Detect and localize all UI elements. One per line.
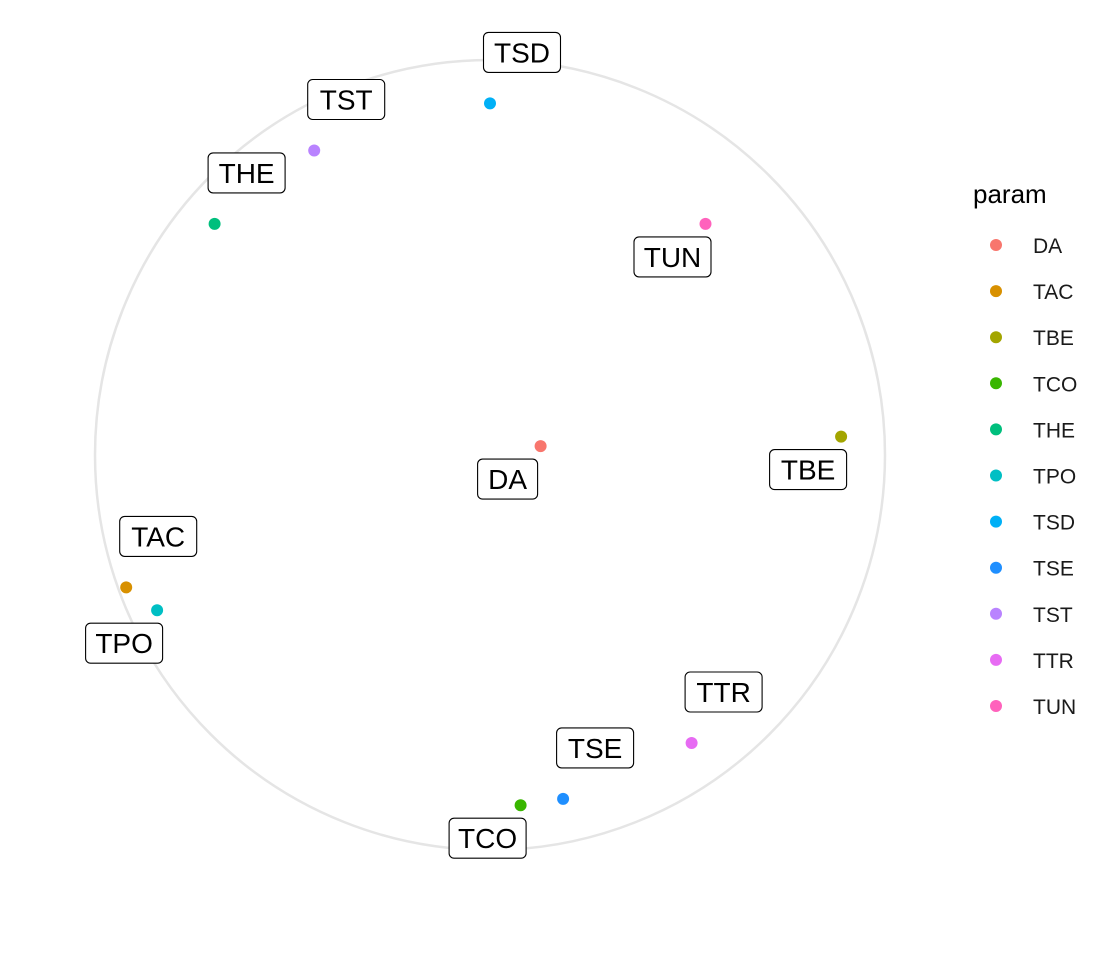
- legend-label: TPO: [1033, 466, 1076, 489]
- point-label-text: TSD: [494, 37, 550, 68]
- legend-title: param: [973, 179, 1047, 209]
- point-label-box: [448, 817, 527, 859]
- point-label-box: [307, 78, 386, 121]
- point-label-da: DA: [477, 458, 539, 500]
- legend-items: DA TAC TBE TCO THE TPO TSD TSE TST TTR TUN: [990, 235, 1077, 719]
- legend-item-tst: TST: [990, 604, 1073, 627]
- legend-key: [990, 239, 1002, 251]
- point-label-tco: TCO: [448, 817, 527, 859]
- point-tac: [120, 581, 133, 594]
- legend-label: TAC: [1033, 281, 1073, 304]
- point-label-text: TPO: [95, 628, 153, 659]
- legend-item-tsd: TSD: [990, 512, 1075, 535]
- point-label-text: TBE: [781, 455, 835, 486]
- point-label-box: [684, 671, 763, 713]
- point-tco: [514, 799, 527, 812]
- legend-key: [990, 285, 1002, 298]
- point-label-box: [769, 449, 848, 491]
- point-label-box: [207, 152, 286, 194]
- point-the: [208, 217, 221, 230]
- point-label-text: DA: [488, 464, 527, 495]
- point-label-the: THE: [207, 152, 286, 194]
- point-label-box: [85, 622, 164, 664]
- point-tbe: [835, 430, 848, 443]
- legend-key: [990, 515, 1002, 528]
- points-layer: [120, 97, 848, 812]
- legend-item-tbe: TBE: [990, 327, 1074, 350]
- legend-item-tco: TCO: [990, 373, 1077, 396]
- legend-key: [990, 607, 1002, 620]
- point-label-tac: TAC: [119, 515, 198, 557]
- legend: param DA TAC TBE TCO THE TPO TSD TSE TST TTR TUN: [973, 179, 1077, 719]
- legend-key: [990, 561, 1002, 574]
- legend-item-the: THE: [990, 419, 1075, 442]
- labels-layer: DA TAC TBE TCO THE TPO TSD TSE TST TTR TUN: [85, 31, 848, 859]
- legend-label: TBE: [1033, 327, 1074, 350]
- point-label-box: [482, 31, 562, 73]
- point-label-text: TSE: [568, 733, 622, 764]
- point-label-ttr: TTR: [684, 671, 763, 713]
- legend-label: TUN: [1033, 696, 1076, 719]
- point-label-text: TST: [320, 85, 373, 116]
- point-label-box: [556, 727, 635, 769]
- legend-label: THE: [1033, 419, 1075, 442]
- point-label-text: TUN: [644, 242, 702, 273]
- legend-label: TST: [1033, 604, 1073, 627]
- legend-key: [990, 423, 1002, 436]
- legend-key: [990, 377, 1002, 390]
- point-label-box: [477, 458, 539, 500]
- point-label-tse: TSE: [556, 727, 635, 769]
- legend-item-tpo: TPO: [990, 466, 1076, 489]
- point-label-text: TCO: [458, 823, 517, 854]
- point-label-text: TTR: [696, 677, 750, 708]
- point-label-tpo: TPO: [85, 622, 164, 664]
- point-label-tsd: TSD: [482, 31, 562, 73]
- point-tpo: [151, 604, 164, 617]
- legend-label: TCO: [1033, 373, 1077, 396]
- legend-key: [990, 469, 1002, 482]
- point-label-box: [633, 236, 712, 278]
- legend-label: TTR: [1033, 650, 1074, 673]
- legend-key: [990, 653, 1002, 666]
- point-tst: [308, 144, 321, 157]
- legend-item-da: DA: [990, 235, 1062, 258]
- legend-label: DA: [1033, 235, 1062, 258]
- legend-key: [990, 331, 1002, 344]
- point-label-tun: TUN: [633, 236, 712, 278]
- legend-label: TSE: [1033, 558, 1074, 581]
- point-da: [534, 440, 547, 453]
- point-label-text: TAC: [131, 521, 185, 552]
- point-ttr: [685, 737, 698, 749]
- point-label-text: THE: [219, 158, 275, 189]
- legend-item-ttr: TTR: [990, 650, 1074, 673]
- point-label-box: [119, 515, 198, 557]
- legend-item-tun: TUN: [990, 696, 1076, 719]
- point-label-tbe: TBE: [769, 449, 848, 491]
- legend-key: [990, 700, 1002, 712]
- point-tun: [699, 217, 712, 230]
- legend-item-tac: TAC: [990, 281, 1073, 304]
- point-tse: [557, 792, 570, 805]
- point-tsd: [484, 97, 496, 110]
- legend-item-tse: TSE: [990, 558, 1074, 581]
- point-label-tst: TST: [307, 78, 386, 121]
- legend-label: TSD: [1033, 512, 1075, 535]
